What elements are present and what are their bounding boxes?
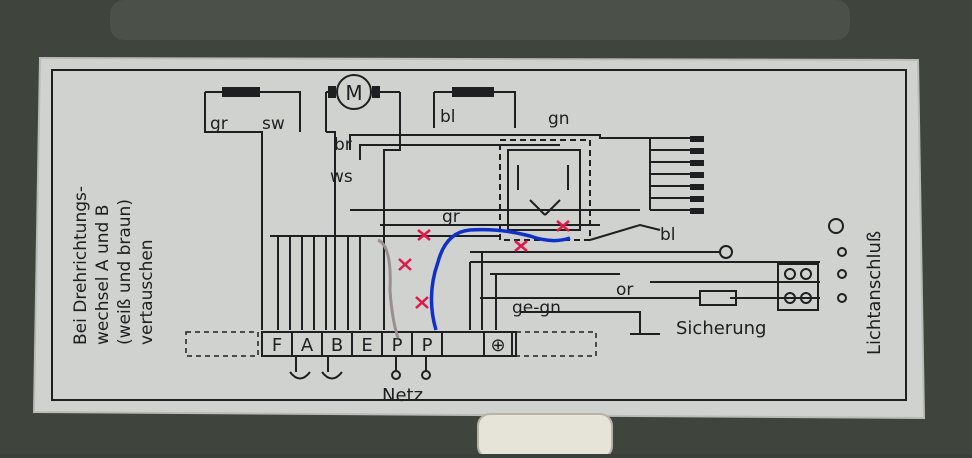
wire-label-gn: gn xyxy=(548,109,570,129)
sicherung-label: Sicherung xyxy=(676,318,766,339)
red-x-5 xyxy=(556,220,570,232)
red-x-marks xyxy=(398,220,570,309)
wire-label-group: gr sw br ws bl gn gr bl or ge-gn xyxy=(210,107,676,318)
motor-label: M xyxy=(345,81,362,105)
side-note-line-2: wechsel A und B xyxy=(93,205,113,345)
wire-label-ws: ws xyxy=(330,167,353,187)
wire-label-gr-mid: gr xyxy=(442,207,460,227)
light-connector-2 xyxy=(837,269,847,279)
red-x-2 xyxy=(398,258,412,271)
netz-connectors xyxy=(289,356,431,380)
light-terminals xyxy=(719,218,847,304)
netz-label: Netz xyxy=(382,385,423,406)
lichtanschluss-label: Lichtanschluß xyxy=(864,231,885,355)
lichtanschluss-group: Lichtanschluß xyxy=(864,231,885,355)
light-connector-1 xyxy=(837,247,847,257)
plate-border xyxy=(51,69,907,401)
terminal-ground-symbol: ⊕ xyxy=(490,335,505,356)
lamp-symbol xyxy=(719,245,733,259)
grey-marker-wire xyxy=(377,238,400,339)
side-note: Bei Drehrichtungs- wechsel A und B (weiß… xyxy=(71,186,157,345)
wiring-lines xyxy=(204,91,820,335)
wire-label-sw: sw xyxy=(262,114,285,134)
side-note-line-1: Bei Drehrichtungs- xyxy=(71,186,91,345)
terminal-label: F xyxy=(272,335,282,356)
side-note-line-3: (weiß und braun) xyxy=(115,199,135,345)
motor-symbol: M xyxy=(328,74,380,110)
wire-label-gr-top: gr xyxy=(210,114,228,134)
side-note-line-4: vertauschen xyxy=(137,239,157,345)
terminal-label: B xyxy=(331,335,343,356)
terminal-label: P xyxy=(392,335,403,356)
plug-piece xyxy=(477,413,613,458)
resistor-left xyxy=(222,87,260,97)
wire-label-bl-top: bl xyxy=(440,107,456,127)
terminal-label: E xyxy=(361,335,372,356)
red-x-3 xyxy=(415,296,429,309)
wire-label-br: br xyxy=(334,135,352,155)
light-connector-3 xyxy=(837,293,847,303)
light-ground-symbol xyxy=(828,218,844,234)
terminal-label: A xyxy=(301,335,314,356)
resistor-bl xyxy=(452,87,494,97)
terminal-label: P xyxy=(422,335,433,356)
blue-marker-wire xyxy=(429,227,571,331)
wire-label-or: or xyxy=(616,280,633,300)
red-x-1 xyxy=(417,229,431,241)
resistor-bars xyxy=(222,87,704,214)
housing-top-recess xyxy=(110,0,850,40)
metal-plate xyxy=(32,56,926,420)
red-x-4 xyxy=(514,240,528,252)
wire-label-bl-right: bl xyxy=(660,225,676,245)
wire-label-ge-gn: ge-gn xyxy=(512,298,561,318)
